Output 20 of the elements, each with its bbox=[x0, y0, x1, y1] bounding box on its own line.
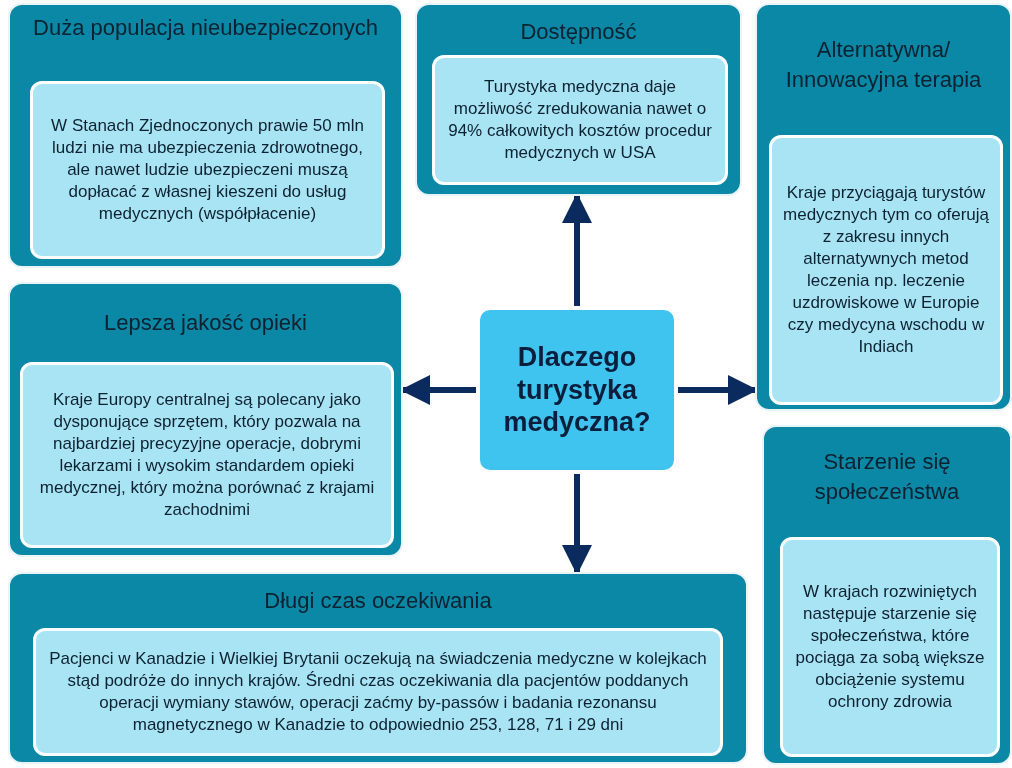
panel-heading: Starzenie się społeczeństwa bbox=[813, 448, 961, 506]
category-panel bbox=[8, 572, 748, 764]
arrow bbox=[562, 474, 592, 575]
text-box: Kraje przyciągają turystów medycznych tym co oferują z zakresu innych alternatywnych metod leczenia np. leczenie uzdrowiskowe w Europie czy medycyna wschodu w Indiach bbox=[769, 135, 1003, 405]
text-box: Pacjenci w Kanadzie i Wielkiej Brytanii oczekują na świadczenia medyczne w kolejkach stąd podróże do innych krajów. Średni czas oczekiwania dla pacjentów poddanych operacji wymiany stawów, operacji zaćmy by-passów i badania rezonansu magnetycznego w Kanadzie to odpowiednio 253, 128, 71 i 29 dni bbox=[33, 628, 723, 756]
panel-heading: Alternatywna/ Innowacyjna terapia bbox=[784, 36, 983, 94]
text-box: W krajach rozwiniętych następuje starzenie się społeczeństwa, które pociąga za sobą większe obciążenie systemu ochrony zdrowia bbox=[780, 537, 1000, 757]
panel-heading: Lepsza jakość opieki bbox=[103, 309, 308, 337]
category-panel bbox=[762, 425, 1012, 765]
panel-heading: Duża populacja nieubezpieczonych bbox=[32, 14, 379, 42]
category-panel bbox=[8, 282, 403, 557]
category-panel bbox=[415, 3, 742, 196]
arrow bbox=[562, 193, 592, 306]
category-panel bbox=[8, 3, 403, 268]
text-box: Kraje Europy centralnej są polecany jako dysponujące sprzętem, który pozwala na najbardziej precyzyjne operacje, dobrymi lekarzami i wysokim standardem opieki medycznej, który można porównać z krajami zachodnimi bbox=[20, 362, 394, 548]
category-panel bbox=[755, 3, 1012, 411]
panel-heading: Dostępność bbox=[519, 18, 638, 46]
text-box: Turystyka medyczna daje możliwość zredukowania nawet o 94% całkowitych kosztów procedur medycznych w USA bbox=[432, 55, 728, 185]
panel-heading: Długi czas oczekiwania bbox=[263, 587, 493, 615]
text-box: W Stanach Zjednoczonych prawie 50 mln ludzi nie ma ubezpieczenia zdrowotnego, ale nawet ludzie ubezpieczeni muszą dopłacać z własnej kieszeni do usług medycznych (współpłacenie) bbox=[30, 81, 385, 259]
